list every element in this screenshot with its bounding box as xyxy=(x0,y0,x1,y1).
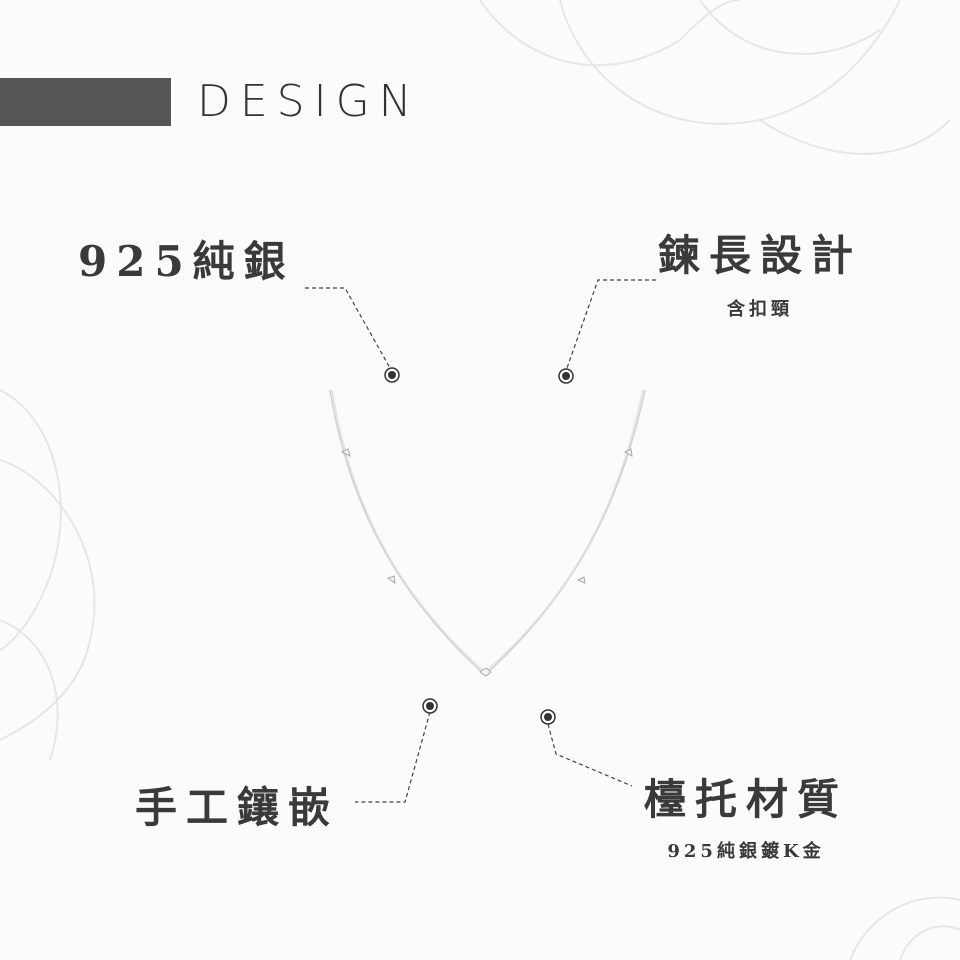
feature-length-subtitle: 含扣頸 xyxy=(726,299,793,320)
feature-length-title: 鍊長設計 xyxy=(657,231,862,280)
header-title: DESIGN xyxy=(197,76,421,127)
necklace-beads xyxy=(340,448,633,677)
feature-setting-subtitle: 925純銀鍍K金 xyxy=(667,841,825,862)
feature-length: 鍊長設計 含扣頸 xyxy=(658,222,862,321)
header-bar xyxy=(0,78,171,126)
feature-setting: 檯托材質 925純銀鍍K金 xyxy=(644,766,848,863)
feature-handset-title: 手工鑲嵌 xyxy=(135,783,340,832)
feature-setting-title: 檯托材質 xyxy=(643,775,848,824)
feature-material-title: 925純銀 xyxy=(78,237,295,286)
callout-lines xyxy=(305,279,656,803)
callout-dots xyxy=(384,367,574,725)
necklace xyxy=(329,389,646,677)
